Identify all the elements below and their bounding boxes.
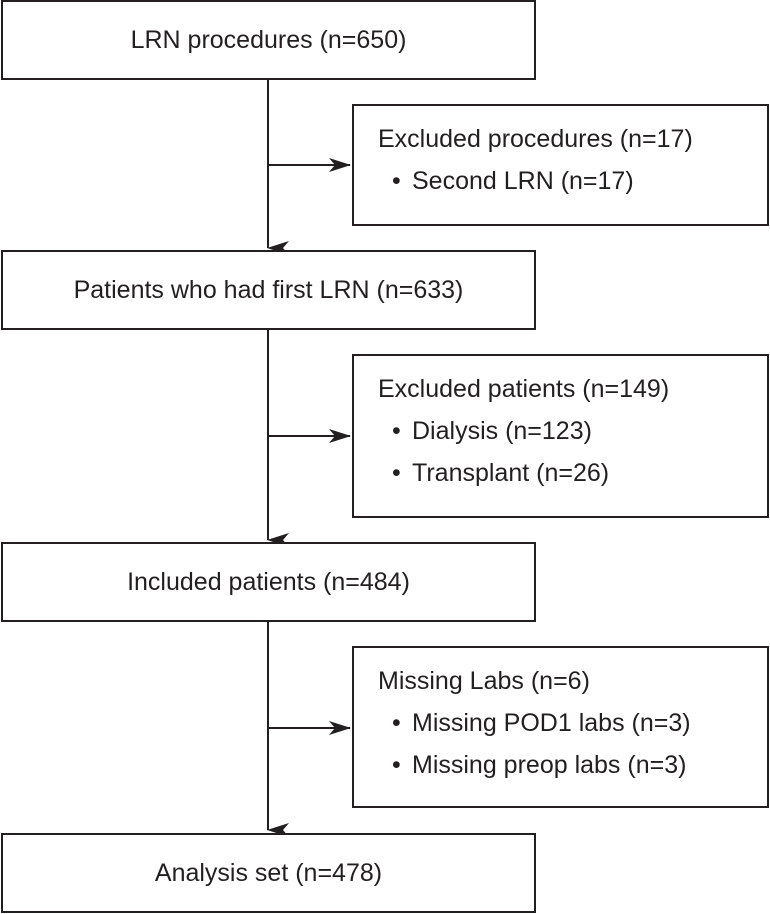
exclusion-title: Excluded procedures (n=17) [378, 125, 693, 153]
box-analysis-set: Analysis set (n=478) [1, 833, 536, 913]
box-included-patients: Included patients (n=484) [1, 542, 536, 622]
box-label: Included patients (n=484) [127, 567, 410, 596]
exclusion-list: •Dialysis (n=123) •Transplant (n=26) [378, 410, 767, 494]
box-excluded-procedures: Excluded procedures (n=17) •Second LRN (… [352, 104, 769, 226]
list-item: •Dialysis (n=123) [392, 410, 767, 452]
list-item: •Second LRN (n=17) [392, 160, 767, 202]
box-label: LRN procedures (n=650) [130, 25, 407, 54]
box-lrn-procedures: LRN procedures (n=650) [1, 0, 536, 80]
exclusion-title: Missing Labs (n=6) [378, 667, 590, 695]
box-label: Patients who had first LRN (n=633) [73, 275, 464, 304]
bullet-icon: • [392, 167, 401, 195]
bullet-icon: • [392, 459, 401, 487]
exclusion-list: •Second LRN (n=17) [378, 160, 767, 202]
box-label: Analysis set (n=478) [154, 858, 383, 887]
bullet-icon: • [392, 417, 401, 445]
list-item: •Missing POD1 labs (n=3) [392, 702, 767, 744]
exclusion-list: •Missing POD1 labs (n=3) •Missing preop … [378, 702, 767, 786]
list-item: •Missing preop labs (n=3) [392, 744, 767, 786]
box-excluded-patients: Excluded patients (n=149) •Dialysis (n=1… [352, 354, 769, 518]
box-missing-labs: Missing Labs (n=6) •Missing POD1 labs (n… [352, 646, 769, 808]
box-first-lrn-patients: Patients who had first LRN (n=633) [1, 250, 536, 330]
bullet-icon: • [392, 751, 401, 779]
exclusion-title: Excluded patients (n=149) [378, 375, 670, 403]
list-item: •Transplant (n=26) [392, 452, 767, 494]
bullet-icon: • [392, 709, 401, 737]
